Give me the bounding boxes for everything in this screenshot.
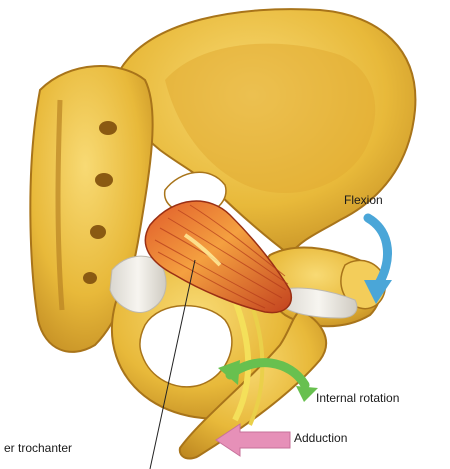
internal-rotation-label: Internal rotation [316, 392, 399, 404]
sacral-foramen [83, 272, 97, 284]
sacral-foramen [90, 225, 106, 239]
internal-rotation-arrowtail-icon [296, 386, 318, 402]
trochanter-label: er trochanter [4, 442, 72, 454]
flexion-label: Flexion [344, 194, 383, 206]
adduction-label: Adduction [294, 432, 347, 444]
sacral-foramen [95, 173, 113, 187]
sacral-foramen [99, 121, 117, 135]
